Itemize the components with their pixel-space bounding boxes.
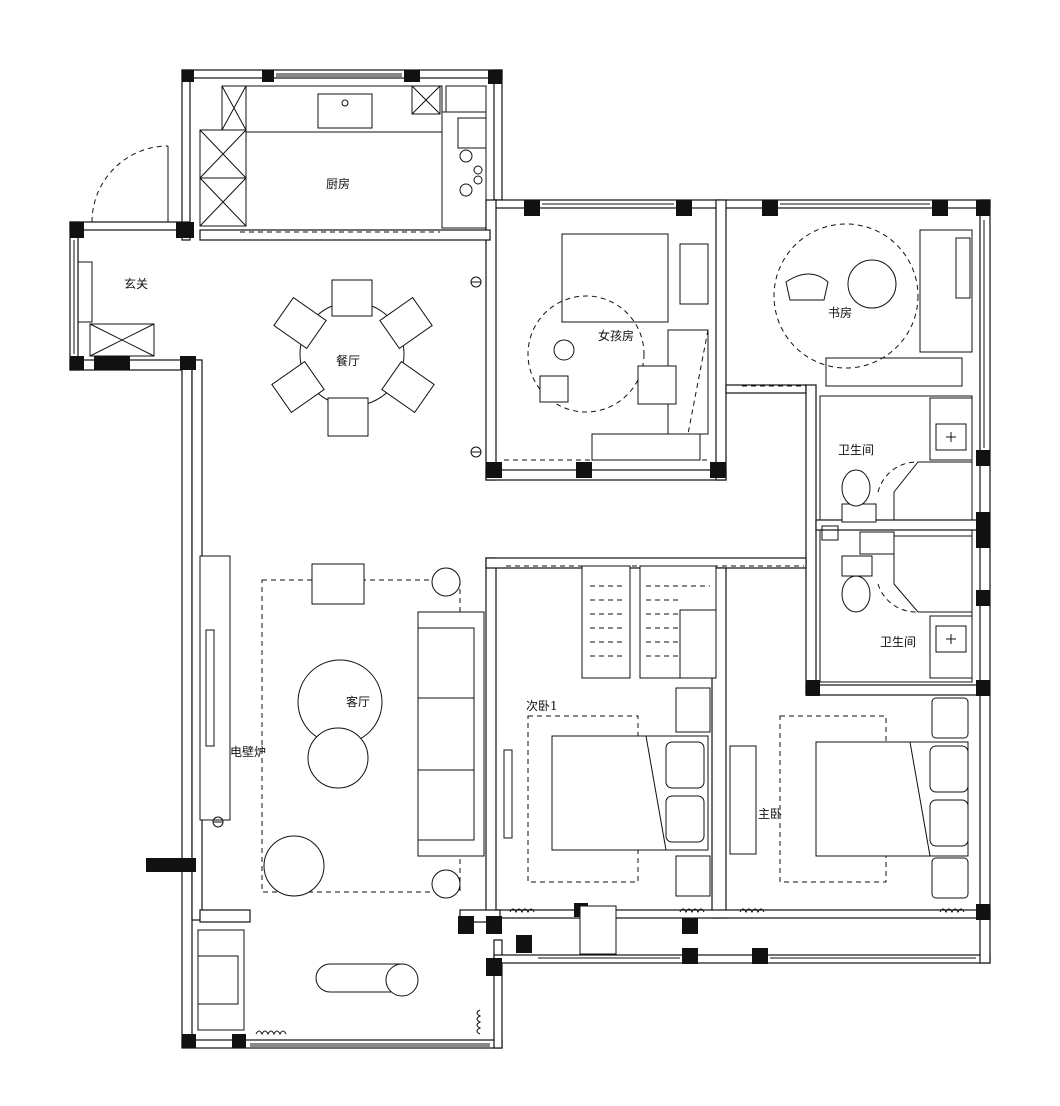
bathroom-lower: 卫生间 xyxy=(819,529,973,683)
windows xyxy=(73,73,985,1047)
study: 书房 xyxy=(742,223,973,387)
entrance: 玄关 xyxy=(77,145,169,357)
dining-set: 餐厅 xyxy=(271,276,482,458)
structural-columns xyxy=(70,70,990,1048)
room-label-bathroom-1: 卫生间 xyxy=(838,443,874,457)
room-label-study: 书房 xyxy=(828,305,852,320)
interior-walls xyxy=(199,199,987,923)
master-bedroom: 主卧 xyxy=(729,697,969,914)
label-fireplace: 电壁炉 xyxy=(230,744,266,759)
second-bedroom: 次卧1 xyxy=(503,565,717,955)
living-room: 客厅 电壁炉 xyxy=(197,555,485,1036)
door-openings xyxy=(240,231,807,567)
kitchen: 厨房 xyxy=(199,85,487,229)
room-label-entrance: 玄关 xyxy=(124,276,148,291)
room-label-living: 客厅 xyxy=(346,694,370,709)
room-label-dining: 餐厅 xyxy=(336,353,360,368)
room-label-girl-room: 女孩房 xyxy=(598,328,634,343)
room-label-bathroom-2: 卫生间 xyxy=(880,635,916,649)
girl-room: 女孩房 xyxy=(504,233,710,461)
bathroom-upper: 卫生间 xyxy=(819,395,973,541)
room-label-kitchen: 厨房 xyxy=(326,176,350,191)
room-label-master-bedroom: 主卧 xyxy=(758,807,782,821)
room-label-second-bedroom: 次卧1 xyxy=(526,699,558,713)
